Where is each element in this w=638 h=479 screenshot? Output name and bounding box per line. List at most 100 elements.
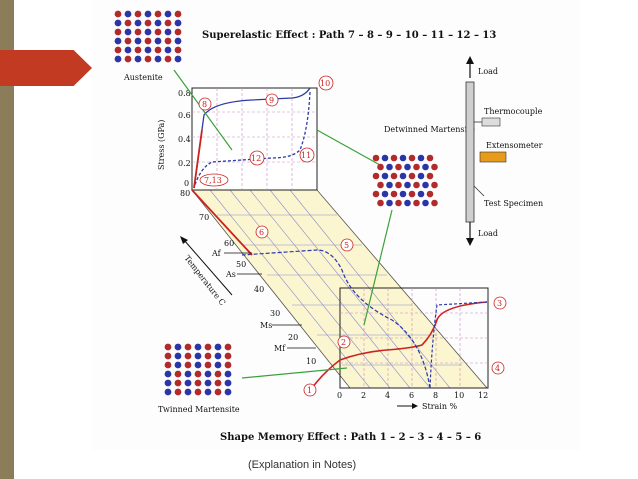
atom — [426, 190, 434, 198]
atom — [154, 55, 162, 63]
atom — [124, 10, 132, 18]
path-point-12: 12 — [249, 150, 265, 166]
atom — [413, 199, 420, 207]
atom — [381, 172, 389, 180]
sma-diagram-figure: Superelastic Effect : Path 7 – 8 – 9 – 1… — [92, 0, 580, 450]
elastic-red-segment — [193, 129, 203, 189]
atom — [214, 352, 222, 360]
atom — [154, 28, 162, 36]
atom — [390, 154, 398, 162]
atom — [224, 343, 232, 351]
shape-memory-load-curve — [311, 301, 488, 389]
atom — [408, 190, 416, 198]
atom — [184, 379, 192, 387]
atom — [174, 28, 182, 36]
thermocouple-probe — [481, 117, 501, 127]
atom — [164, 28, 172, 36]
detwinned-label: Detwinned Martensite — [384, 125, 475, 134]
atom — [154, 19, 162, 27]
load-top-label: Load — [478, 67, 498, 76]
plane-grid — [209, 189, 462, 389]
atom — [174, 55, 182, 63]
specimen-label: Test Specimen — [484, 199, 543, 208]
atom — [194, 352, 202, 360]
temp-tick-50: 50 — [236, 260, 246, 269]
atom — [114, 46, 122, 54]
atom — [174, 379, 182, 387]
austenite-label: Austenite — [123, 73, 163, 82]
atom — [174, 388, 182, 396]
temperature-axis-label: Temperature C — [182, 254, 227, 308]
stress-tick-0.4: 0.4 — [178, 135, 191, 144]
atom — [431, 163, 438, 171]
atom — [204, 370, 212, 378]
atom — [154, 10, 162, 18]
atom — [390, 190, 398, 198]
atom — [114, 28, 122, 36]
cooling-red-segment — [191, 189, 253, 256]
path-point-2: 2 — [337, 335, 351, 349]
strain-tick-2: 2 — [361, 391, 366, 400]
svg-text:12: 12 — [251, 154, 261, 163]
test-apparatus: Load Thermocouple Extensometer Test Spec… — [465, 56, 543, 246]
atom — [134, 37, 142, 45]
atom — [224, 361, 232, 369]
atom — [417, 190, 425, 198]
atom — [124, 37, 132, 45]
atom — [144, 46, 152, 54]
as-marker: As — [225, 270, 236, 279]
svg-text:10: 10 — [320, 79, 330, 88]
thermocouple-label: Thermocouple — [484, 107, 543, 116]
atom — [372, 190, 380, 198]
atom — [431, 181, 438, 189]
atom — [174, 352, 182, 360]
atom — [417, 154, 425, 162]
temp-tick-30: 30 — [270, 309, 280, 318]
atom — [164, 19, 172, 27]
stress-box — [191, 87, 318, 191]
load-bottom-label: Load — [478, 229, 498, 238]
atom — [164, 37, 172, 45]
temp-tick-10: 10 — [306, 357, 316, 366]
atom — [184, 352, 192, 360]
atom — [422, 199, 429, 207]
atom — [204, 388, 212, 396]
atom — [124, 46, 132, 54]
atom — [404, 181, 411, 189]
atom — [164, 379, 172, 387]
atom — [399, 172, 407, 180]
atom — [154, 46, 162, 54]
path-point-7-13: 7,13 — [199, 173, 229, 187]
atom — [395, 199, 402, 207]
stress-tick-0.6: 0.6 — [178, 111, 191, 120]
atom — [386, 181, 393, 189]
twinned-label: Twinned Martensite — [158, 405, 240, 414]
atom — [408, 154, 416, 162]
atom — [214, 388, 222, 396]
atom — [386, 199, 393, 207]
atom — [174, 370, 182, 378]
temp-tick-40: 40 — [254, 285, 264, 294]
loading-curve — [193, 87, 311, 189]
strain-tick-10: 10 — [454, 391, 464, 400]
svg-text:2: 2 — [341, 338, 346, 347]
shape-memory-title: Shape Memory Effect : Path 1 – 2 – 3 – 4… — [220, 432, 481, 443]
atom — [214, 343, 222, 351]
atom — [174, 37, 182, 45]
atom — [134, 46, 142, 54]
atom — [164, 388, 172, 396]
atom — [184, 343, 192, 351]
atom — [431, 199, 438, 207]
atom — [174, 361, 182, 369]
atom — [422, 163, 429, 171]
strain-tick-12: 12 — [478, 391, 488, 400]
atom — [144, 19, 152, 27]
temp-tick-70: 70 — [199, 213, 209, 222]
strain-tick-4: 4 — [385, 391, 390, 400]
atom — [144, 55, 152, 63]
stress-tick-0.8: 0.8 — [178, 89, 191, 98]
atom — [204, 343, 212, 351]
atom — [194, 379, 202, 387]
austenite-lattice — [114, 10, 182, 63]
atom — [184, 370, 192, 378]
